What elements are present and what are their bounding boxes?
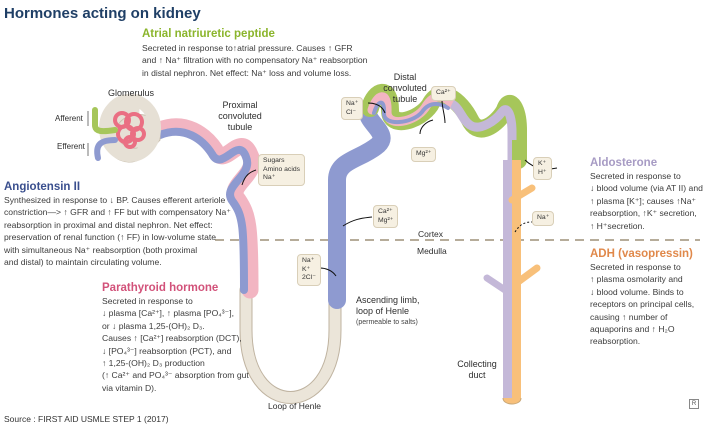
proximal-tubule xyxy=(151,118,261,299)
dct-label: Distal convoluted tubule xyxy=(375,72,435,105)
pth-section: Parathyroid hormone Secreted in response… xyxy=(102,282,249,394)
aldosterone-line: ↑ H⁺secretion. xyxy=(590,220,645,231)
aldosterone-line: reabsorption, ↑K⁺ secretion, xyxy=(590,208,697,219)
pth-line: ↑ 1,25-(OH)₂ D₃ production xyxy=(102,358,205,369)
pct-label-line: convoluted xyxy=(218,111,262,121)
angiotensin-line: reabsorption in proximal and distal neph… xyxy=(4,219,213,230)
box-item: 2Cl⁻ xyxy=(302,274,316,282)
anp-line: in distal nephron. Net effect: Na⁺ loss … xyxy=(142,67,352,78)
anp-line: and ↑ Na⁺ filtration with no compensator… xyxy=(142,55,368,66)
box-item: Mg²⁺ xyxy=(378,216,394,224)
aldosterone-section: Aldosterone Secreted in response to ↓ bl… xyxy=(590,157,703,232)
capsule-ring xyxy=(99,94,161,162)
pct-reabsorption-box: Sugars Amino acids Na⁺ xyxy=(258,154,306,186)
box-item: K⁺ xyxy=(538,160,547,167)
efferent-arteriole xyxy=(94,137,118,161)
k-h-box: K⁺ H⁺ xyxy=(533,157,552,181)
pth-line: (↑ Ca²⁺ and PO₄³⁻ absorption from gut xyxy=(102,370,249,381)
aldosterone-heading: Aldosterone xyxy=(590,157,658,169)
ascending-thick-limb xyxy=(328,99,391,309)
afferent-arteriole xyxy=(92,107,118,135)
adh-line: causing ↑ number of xyxy=(590,311,668,322)
box-item: Amino acids xyxy=(263,165,301,173)
dct-label-line: tubule xyxy=(392,94,418,104)
angiotensin-line: Synthesized in response to ↓ BP. Causes … xyxy=(4,195,226,205)
adh-line: ↓ blood volume. Binds to xyxy=(590,286,684,297)
box-item: Na⁺ xyxy=(302,257,315,264)
collecting-duct-label: Collecting duct xyxy=(452,359,502,381)
pth-line: via vitamin D). xyxy=(102,382,157,393)
box-item: Na⁺ xyxy=(346,100,359,107)
cortex-label: Cortex xyxy=(418,229,444,239)
adh-line: reabsorption. xyxy=(590,336,641,347)
adh-line: aquaporins and ↑ H₂O xyxy=(590,324,675,335)
angiotensin-section: Angiotensin II Synthesized in response t… xyxy=(4,181,231,268)
page-title: Hormones acting on kidney xyxy=(4,5,201,22)
loop-of-henle xyxy=(240,284,341,403)
aldosterone-line: Secreted in response to xyxy=(590,171,681,181)
angiotensin-line: with simultaneous Na⁺ reabsorption (both… xyxy=(4,244,198,255)
glomerular-capillaries xyxy=(113,111,146,149)
medulla-label: Medulla xyxy=(417,246,447,256)
box-item: Na⁺ xyxy=(537,214,550,221)
box-item: Mg²⁺ xyxy=(416,150,432,157)
pth-line: Secreted in response to xyxy=(102,296,193,306)
efferent-label: Efferent xyxy=(57,142,85,151)
collecting-label-line: Collecting xyxy=(457,359,497,369)
na-cl-box: Na⁺ Cl⁻ xyxy=(341,97,364,121)
pct-label-line: Proximal xyxy=(222,100,258,110)
angiotensin-heading: Angiotensin II xyxy=(4,181,81,193)
pth-line: or ↓ plasma 1,25-(OH)₂ D₃. xyxy=(102,320,205,331)
ascending-label-line: Ascending limb, xyxy=(356,295,420,305)
pth-line: Causes ↑ [Ca²⁺] reabsorption (DCT), xyxy=(102,333,242,344)
pth-heading: Parathyroid hormone xyxy=(102,282,219,294)
adh-section: ADH (vasopressin) Secreted in response t… xyxy=(590,248,694,348)
loop-of-henle-label: Loop of Henle xyxy=(268,401,321,411)
anp-line: Secreted in response to↑atrial pressure.… xyxy=(142,43,353,53)
adh-line: ↑ plasma osmolarity and xyxy=(590,274,683,285)
ascending-label-line: loop of Henle xyxy=(356,306,410,316)
publisher-logo-icon: R xyxy=(689,399,699,409)
aldosterone-line: ↓ blood volume (via AT II) and xyxy=(590,183,703,194)
na-k-2cl-box: Na⁺ K⁺ 2Cl⁻ xyxy=(297,254,321,286)
angiotensin-line: constriction—> ↑ GFR and ↑ FF but with c… xyxy=(4,207,231,218)
dct-label-line: convoluted xyxy=(383,83,427,93)
na-box: Na⁺ xyxy=(532,211,555,226)
pth-line: ↓ plasma [Ca²⁺], ↑ plasma [PO₄³⁻], xyxy=(102,308,234,319)
glomerulus-label: Glomerulus xyxy=(108,88,155,98)
adh-line: Secreted in response to xyxy=(590,262,681,272)
box-item: Cl⁻ xyxy=(346,108,357,116)
collecting-label-line: duct xyxy=(468,370,486,380)
collecting-duct xyxy=(483,140,541,405)
box-item: Sugars xyxy=(263,157,285,164)
angiotensin-line: and distal) to maintain circulating volu… xyxy=(4,257,162,268)
anp-section: Atrial natriuretic peptide Secreted in r… xyxy=(142,28,367,79)
dct-label-line: Distal xyxy=(393,72,417,82)
box-item: Ca²⁺ xyxy=(378,208,393,215)
mg-box: Mg²⁺ xyxy=(411,147,437,162)
ca-mg-box: Ca²⁺ Mg²⁺ xyxy=(373,205,399,229)
ca-box: Ca²⁺ xyxy=(431,86,456,101)
adh-heading: ADH (vasopressin) xyxy=(590,248,693,260)
aldosterone-line: ↑ plasma [K⁺]; causes ↑Na⁺ xyxy=(590,195,697,206)
source-caption: Source : FIRST AID USMLE STEP 1 (2017) xyxy=(4,414,169,424)
anp-heading: Atrial natriuretic peptide xyxy=(142,28,275,40)
box-item: Na⁺ xyxy=(263,174,276,182)
pct-label: Proximal convoluted tubule xyxy=(210,100,270,133)
adh-line: receptors on principal cells, xyxy=(590,299,695,310)
box-item: H⁺ xyxy=(538,168,547,176)
ascending-limb-label: Ascending limb, loop of Henle (permeable… xyxy=(356,295,420,328)
ascending-note: (permeable to salts) xyxy=(356,319,418,326)
box-item: K⁺ xyxy=(302,265,311,273)
pct-label-line: tubule xyxy=(227,122,253,132)
afferent-label: Afferent xyxy=(55,114,83,123)
box-item: Ca²⁺ xyxy=(436,89,451,96)
pth-line: ↓ [PO₄³⁻] reabsorption (PCT), and xyxy=(102,345,232,356)
angiotensin-line: preservation of renal function (↑ FF) in… xyxy=(4,232,217,243)
